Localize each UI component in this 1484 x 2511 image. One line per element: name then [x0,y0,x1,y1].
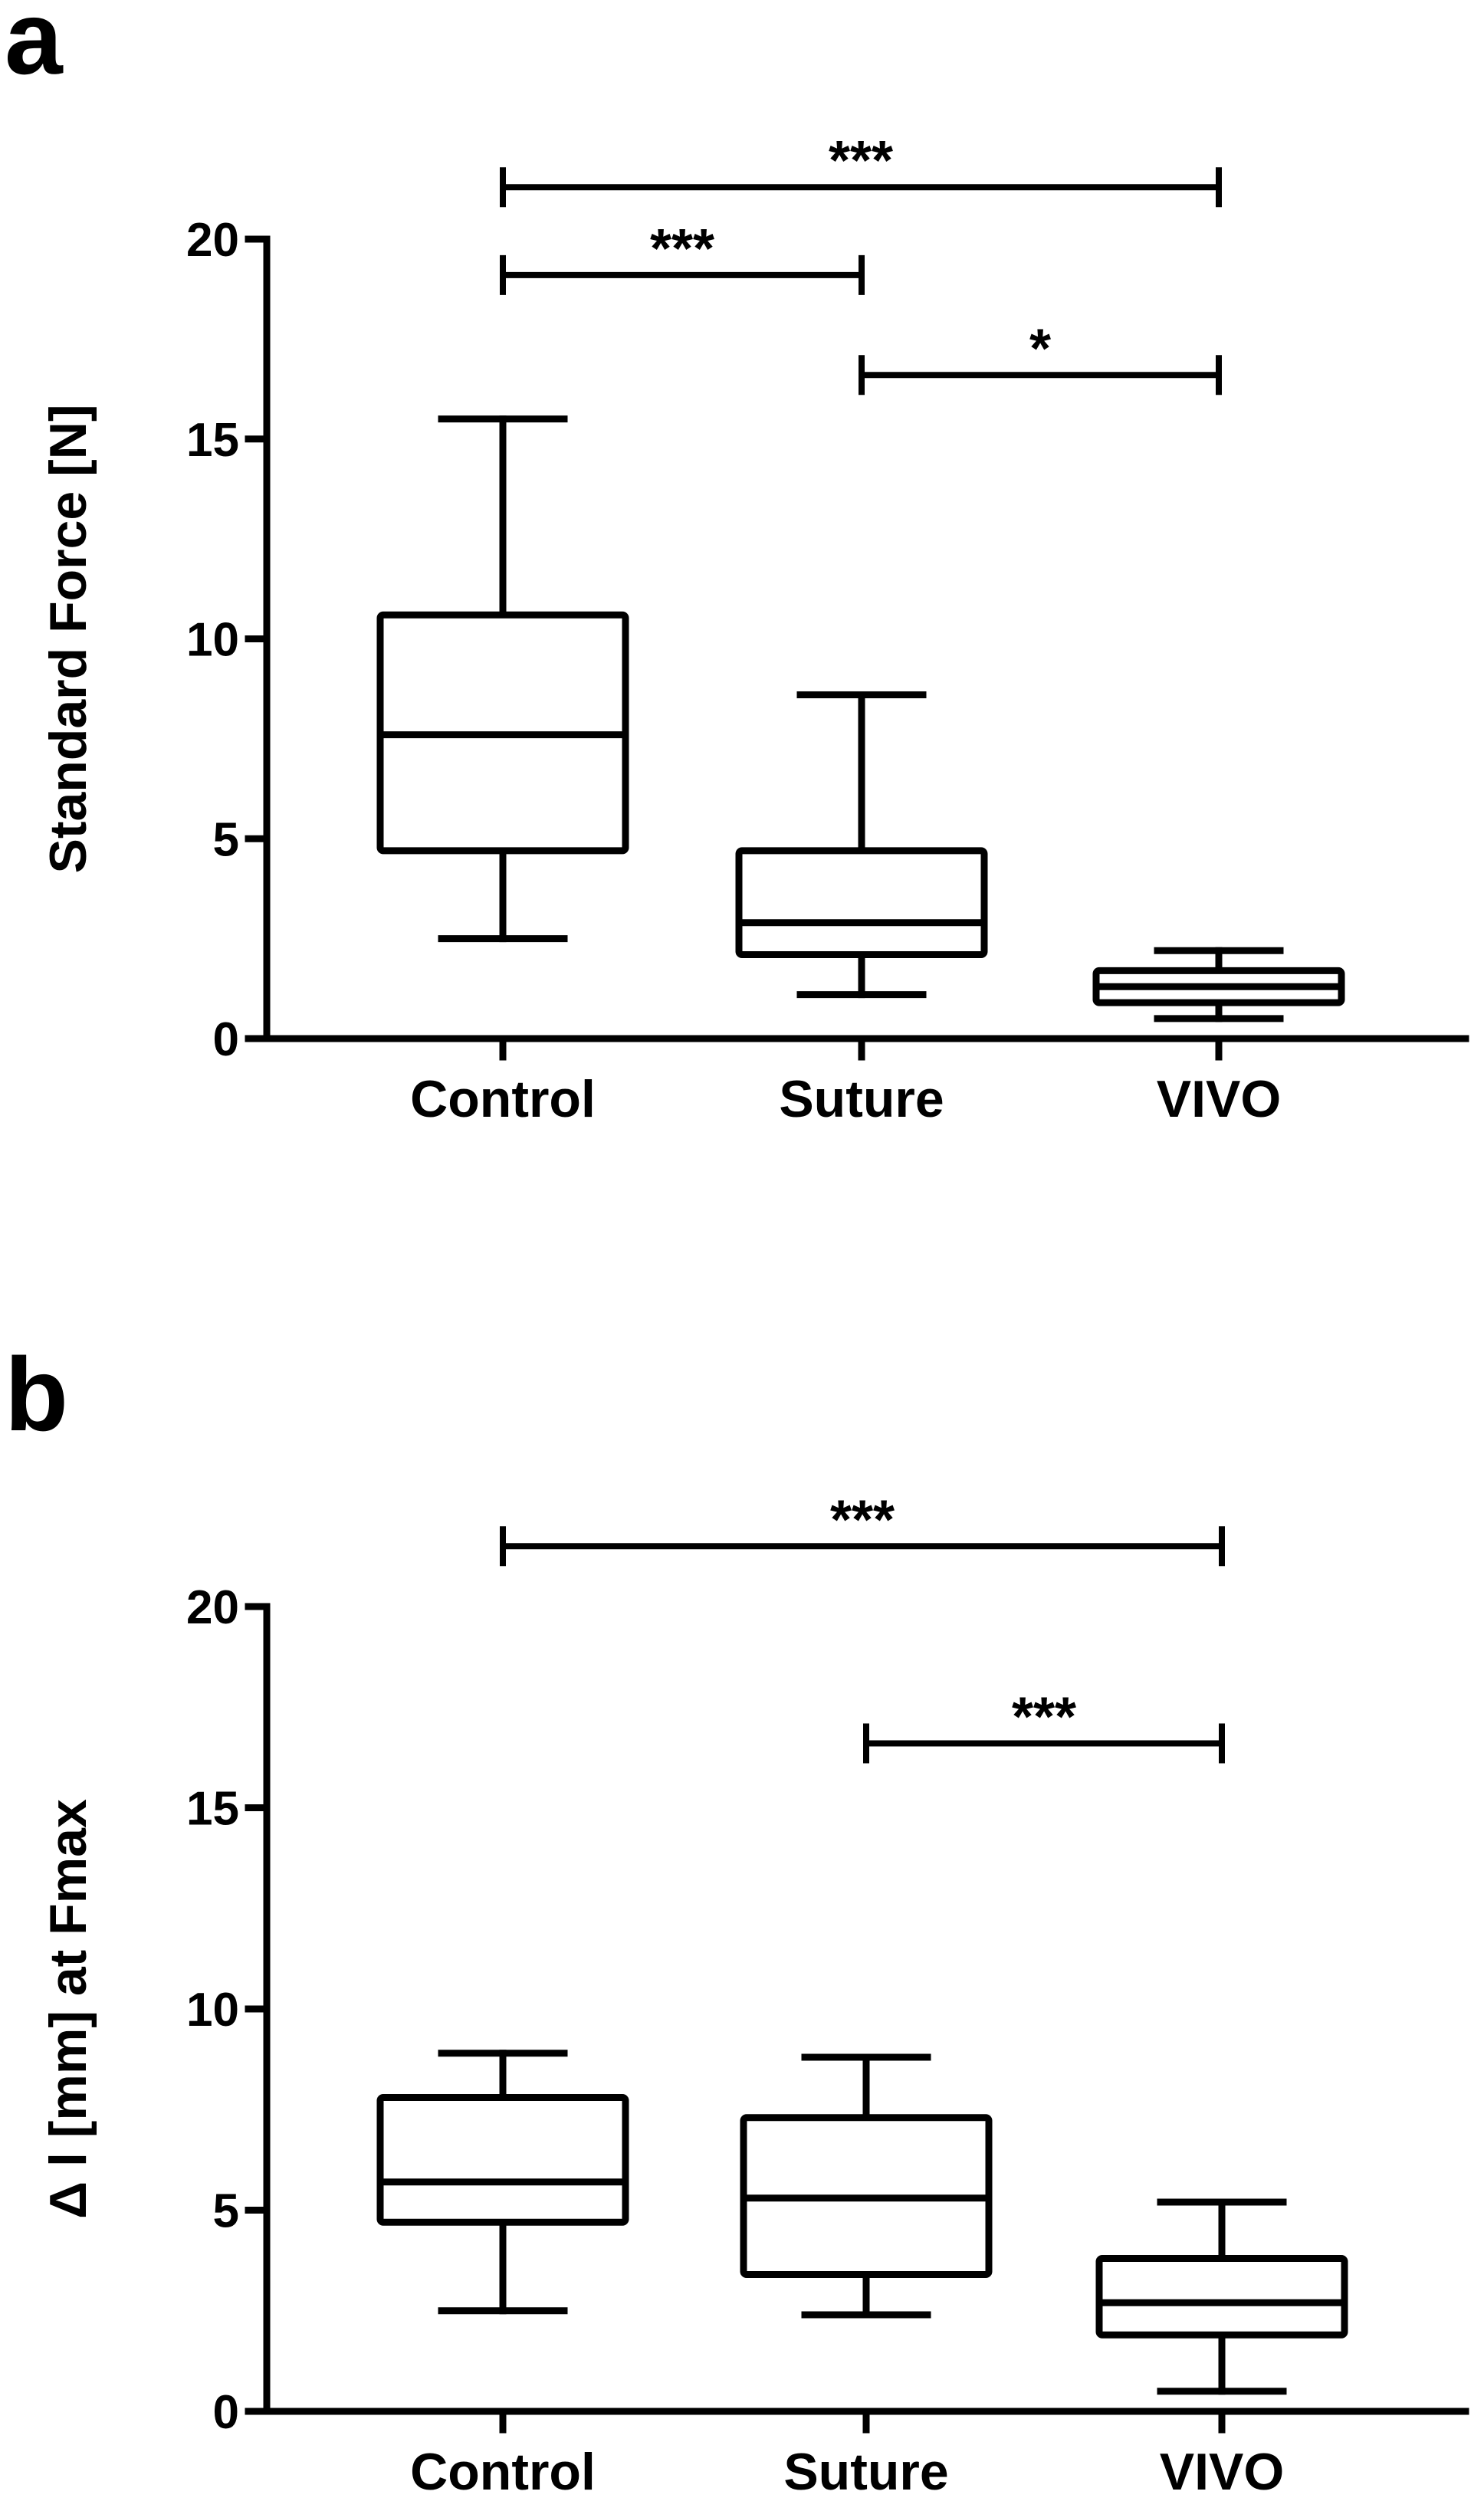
significance-label: *** [830,1489,895,1551]
x-category-label: Control [410,1070,596,1128]
x-category-label: VIVO [1157,1070,1282,1128]
panel-letter-b: b [5,1336,68,1452]
y-tick-label: 20 [186,214,239,267]
x-category-label: VIVO [1160,2443,1285,2501]
significance-bracket: * [859,318,1222,396]
box-suture [735,691,988,999]
y-tick-label: 0 [213,2386,239,2439]
box-control [376,415,629,943]
y-tick-label: 0 [213,1013,239,1066]
y-axis-title: Δ l [mm] at Fmax [39,1799,97,2219]
y-tick-label: 15 [186,1783,239,1836]
box-iqr [1095,2255,1348,2339]
box-iqr [735,847,988,958]
significance-label: *** [650,218,714,280]
box-iqr [376,2094,629,2226]
y-tick-label: 5 [213,813,239,866]
y-axis-title: Standard Force [N] [39,404,97,873]
box-control [376,2050,629,2315]
box-vivo [1092,947,1345,1022]
x-category-label: Suture [779,1070,944,1128]
significance-bracket: *** [500,130,1222,208]
panel-letter-a: a [5,0,64,96]
y-tick-label: 20 [186,1581,239,1634]
y-tick-label: 10 [186,614,239,667]
significance-bracket: *** [863,1687,1225,1764]
y-tick-label: 15 [186,414,239,467]
x-category-label: Suture [783,2443,948,2501]
significance-label: *** [829,130,893,192]
significance-bracket: *** [500,218,865,295]
significance-label: * [1029,318,1051,379]
significance-bracket: *** [500,1489,1225,1567]
box-vivo [1095,2198,1348,2395]
significance-label: *** [1012,1687,1076,1748]
x-category-label: Control [410,2443,596,2501]
y-tick-label: 10 [186,1984,239,2037]
box-suture [740,2053,993,2319]
y-tick-label: 5 [213,2185,239,2238]
